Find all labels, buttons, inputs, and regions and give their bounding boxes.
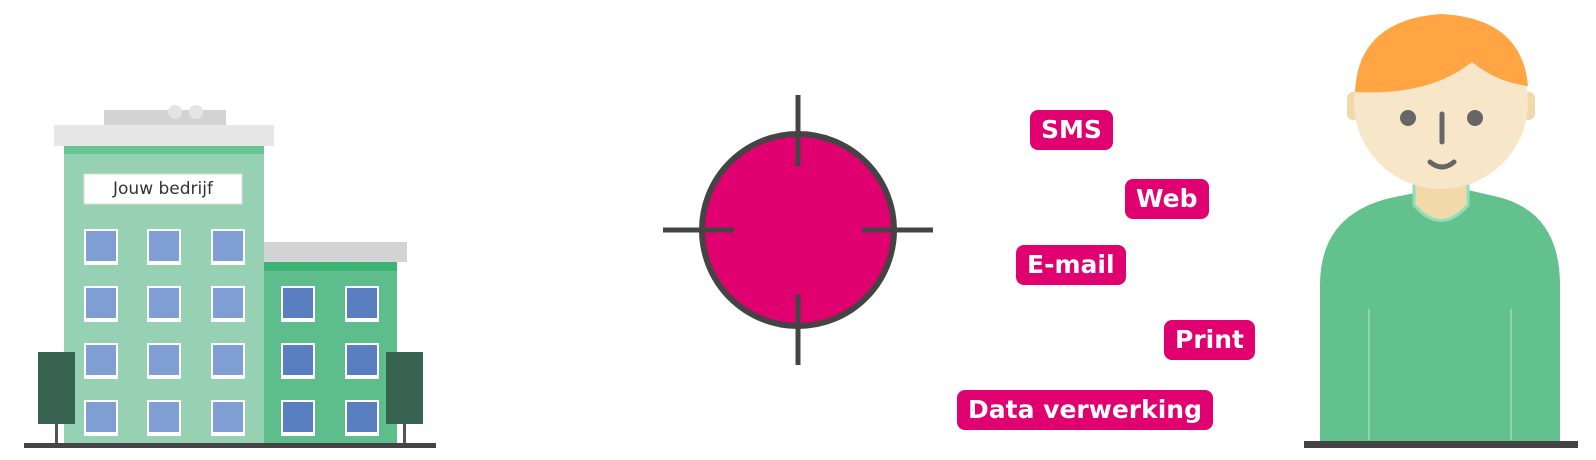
window-pane	[283, 345, 313, 375]
window-pane	[347, 345, 377, 375]
window-pane	[347, 288, 377, 318]
ground-line-left	[24, 443, 436, 448]
window-pane	[149, 345, 179, 375]
company-sign-label: Jouw bedrijf	[113, 179, 213, 199]
roof-vent-icon	[189, 105, 203, 119]
low-block-band	[264, 262, 397, 271]
person-hair	[1355, 14, 1528, 93]
low-block-roof	[264, 242, 407, 262]
window-pane	[86, 288, 116, 318]
tree-right	[386, 352, 423, 424]
target-crosshair-icon	[663, 95, 933, 365]
company-building	[24, 105, 436, 448]
person-eye-right	[1467, 110, 1483, 126]
low-block-windows	[281, 286, 379, 436]
person-neck	[1412, 182, 1470, 222]
channel-tag-web: Web	[1125, 179, 1209, 219]
window-pane	[213, 345, 243, 375]
channel-tag-sms: SMS	[1030, 110, 1113, 150]
window-pane	[86, 402, 116, 432]
tall-block-windows	[84, 229, 245, 436]
tree-right-trunk	[403, 424, 406, 444]
window-pane	[86, 231, 116, 261]
person-mouth	[1427, 159, 1457, 170]
channel-tag-email: E-mail	[1016, 245, 1126, 285]
window-pane	[149, 402, 179, 432]
window-pane	[347, 402, 377, 432]
tall-block-band	[64, 146, 264, 154]
window-pane	[86, 345, 116, 375]
window-pane	[283, 402, 313, 432]
channel-tag-print: Print	[1164, 320, 1255, 360]
window-pane	[149, 288, 179, 318]
window-pane	[213, 402, 243, 432]
roof-vent-icon	[168, 105, 182, 119]
window-pane	[149, 231, 179, 261]
window-pane	[283, 288, 313, 318]
person-eye-left	[1400, 110, 1416, 126]
window-pane	[213, 288, 243, 318]
tree-left-trunk	[55, 424, 58, 444]
person-shirt	[1320, 186, 1560, 444]
company-sign	[83, 173, 243, 205]
window-pane	[213, 231, 243, 261]
ground-line-right	[1304, 441, 1578, 448]
channel-tag-data-verwerking: Data verwerking	[957, 390, 1213, 430]
roof-cornice	[54, 125, 274, 146]
tree-left	[38, 352, 75, 424]
person-figure	[1304, 14, 1578, 448]
roof-unit	[104, 110, 226, 126]
